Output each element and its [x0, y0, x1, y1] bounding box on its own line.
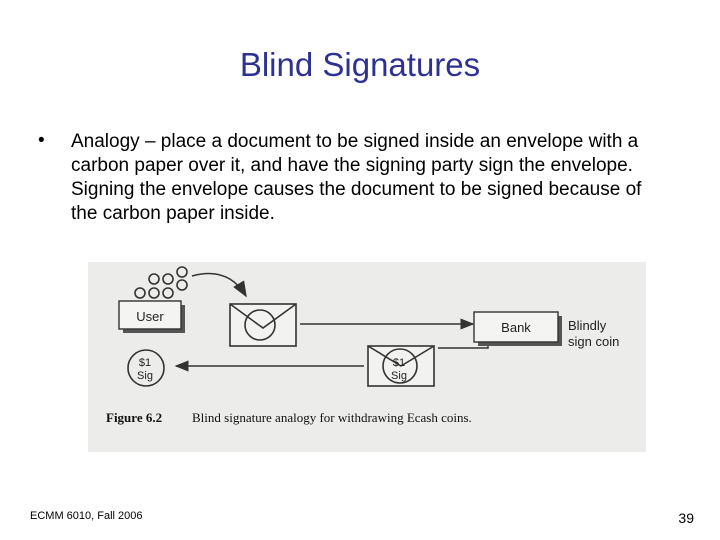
- slide-title: Blind Signatures: [239, 46, 481, 83]
- figure-caption-label: Figure 6.2: [106, 410, 162, 425]
- blind-signature-figure: User Bank Blindly sign coin $1 Sig: [88, 262, 646, 452]
- footer-course: ECMM 6010, Fall 2006: [30, 510, 143, 522]
- signed-coin-icon: [127, 349, 165, 387]
- bullet-text: Analogy – place a document to be signed …: [71, 131, 642, 224]
- user-label: User: [136, 309, 164, 324]
- envelope-icon: [229, 303, 297, 347]
- coin-envelope-line1: $1: [393, 357, 405, 369]
- bank-note-line1: Blindly: [568, 318, 607, 333]
- figure-diagram: User Bank Blindly sign coin $1 Sig: [106, 266, 619, 425]
- bank-label: Bank: [501, 320, 531, 335]
- bank-note-line2: sign coin: [568, 334, 619, 349]
- coins-icon: [134, 266, 188, 299]
- bank-box: Bank: [473, 311, 562, 346]
- figure-caption-text: Blind signature analogy for withdrawing …: [192, 410, 472, 425]
- coin-left-line1: $1: [139, 357, 151, 369]
- arrow-bank-to-envelope: [438, 346, 489, 349]
- signed-envelope-icon: [367, 345, 435, 387]
- coin-envelope-line2: Sig: [391, 370, 407, 382]
- bullet-marker: •: [38, 130, 45, 151]
- user-box: User: [118, 300, 185, 333]
- page-number: 39: [678, 510, 694, 526]
- coin-left-line2: Sig: [137, 370, 153, 382]
- arrow-coins-to-envelope: [191, 272, 247, 298]
